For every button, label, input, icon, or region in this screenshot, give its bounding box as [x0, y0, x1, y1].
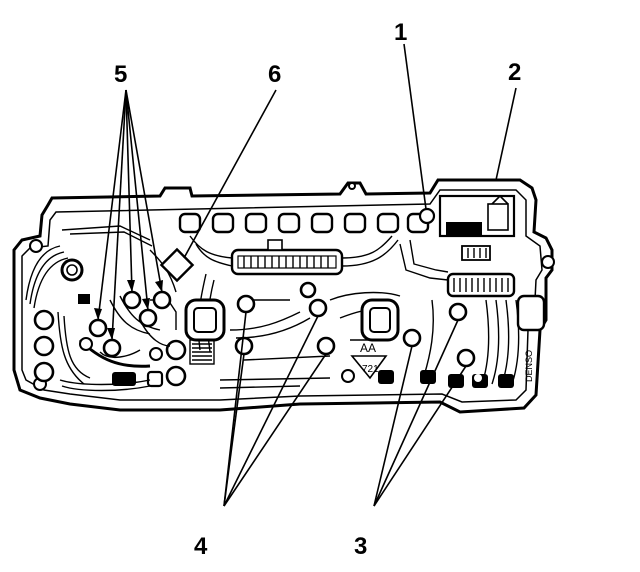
top-right-block [418, 194, 516, 238]
callout-6: 6 [268, 61, 281, 88]
callout-1: 1 [394, 19, 407, 46]
board-outline [12, 178, 555, 414]
right-connector [446, 245, 516, 298]
leader-arrowheads [94, 280, 163, 340]
stamp-aa: AA [360, 341, 376, 355]
callout-4: 4 [194, 533, 208, 560]
callouts: 5 6 1 2 4 3 [114, 19, 521, 560]
callout-2: 2 [508, 59, 521, 86]
gauge-square-pads [184, 294, 546, 342]
maker-marking: DENSO [524, 350, 534, 382]
center-connector [230, 239, 344, 276]
stamp-code: 721 [362, 364, 379, 375]
left-traces [25, 225, 177, 392]
leader-lines [97, 43, 517, 507]
callout-3: 3 [354, 533, 367, 560]
left-gauge-pads [33, 258, 215, 388]
board-stamp: AA 721 DENSO [350, 341, 534, 382]
callout-5: 5 [114, 61, 127, 88]
bottom-right-pads [299, 281, 514, 388]
